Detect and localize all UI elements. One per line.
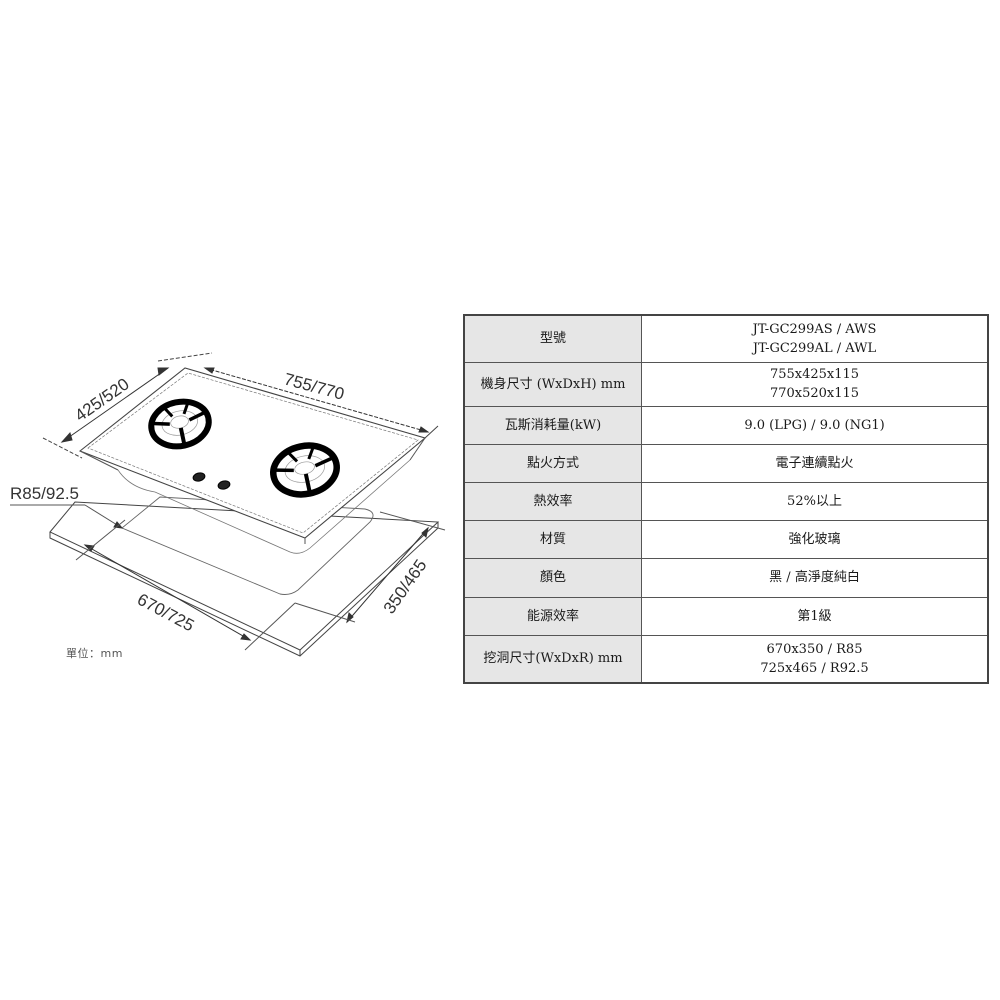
width-dimension (203, 367, 439, 439)
table-row: 瓦斯消耗量(kW) 9.0 (LPG) / 9.0 (NG1) (463, 405, 989, 445)
row-label-body-size: 機身尺寸 (WxDxH) mm (463, 361, 642, 407)
radius-dimension-label: R85/92.5 (10, 484, 79, 503)
table-row: 點火方式 電子連續點火 (463, 443, 989, 483)
row-value-cutout-size: 670x350 / R85 725x465 / R92.5 (641, 634, 989, 684)
row-value-gas-consumption: 9.0 (LPG) / 9.0 (NG1) (641, 405, 989, 445)
burner-left-icon (148, 398, 212, 450)
cooktop-dimension-diagram: 425/520 755/770 R85/92.5 670/725 (10, 352, 446, 657)
table-row: 顏色 黑 / 高淨度純白 (463, 557, 989, 598)
row-label-energy-efficiency: 能源效率 (463, 596, 642, 636)
row-label-color: 顏色 (463, 557, 642, 598)
unit-label: 單位：mm (66, 647, 123, 660)
cutout-outline (121, 496, 374, 595)
table-row: 熱效率 52%以上 (463, 481, 989, 521)
row-value-model: JT-GC299AS / AWS JT-GC299AL / AWL (641, 314, 989, 363)
row-label-cutout-size: 挖洞尺寸(WxDxR) mm (463, 634, 642, 684)
table-row: 型號 JT-GC299AS / AWS JT-GC299AL / AWL (463, 314, 989, 363)
spec-table: 型號 JT-GC299AS / AWS JT-GC299AL / AWL 機身尺… (463, 314, 989, 684)
value-line: 770x520x115 (769, 386, 860, 401)
cutout-width-dimension (75, 519, 296, 651)
row-label-thermal-efficiency: 熱效率 (463, 481, 642, 521)
knob-right-icon (217, 480, 231, 490)
row-label-model: 型號 (463, 314, 642, 363)
row-label-material: 材質 (463, 519, 642, 559)
value-line: 755x425x115 (769, 367, 860, 382)
burner-right-icon (270, 442, 340, 498)
value-line: JT-GC299AS / AWS (752, 321, 877, 337)
table-row: 機身尺寸 (WxDxH) mm 755x425x115 770x520x115 (463, 361, 989, 407)
row-value-ignition: 電子連續點火 (641, 443, 989, 483)
table-row: 材質 強化玻璃 (463, 519, 989, 559)
countertop-slab (49, 501, 440, 657)
row-value-thermal-efficiency: 52%以上 (641, 481, 989, 521)
value-line: 670x350 / R85 (766, 641, 863, 657)
depth-dimension (42, 352, 213, 459)
row-value-energy-efficiency: 第1級 (641, 596, 989, 636)
row-label-ignition: 點火方式 (463, 443, 642, 483)
row-label-gas-consumption: 瓦斯消耗量(kW) (463, 405, 642, 445)
value-line: JT-GC299AL / AWL (752, 340, 877, 356)
row-value-body-size: 755x425x115 770x520x115 (641, 361, 989, 407)
cutout-depth-dimension (294, 511, 446, 624)
table-row: 挖洞尺寸(WxDxR) mm 670x350 / R85 725x465 / R… (463, 634, 989, 684)
table-row: 能源效率 第1級 (463, 596, 989, 636)
row-value-material: 強化玻璃 (641, 519, 989, 559)
knob-left-icon (192, 472, 206, 482)
row-value-color: 黑 / 高淨度純白 (641, 557, 989, 598)
value-line: 725x465 / R92.5 (760, 660, 869, 676)
